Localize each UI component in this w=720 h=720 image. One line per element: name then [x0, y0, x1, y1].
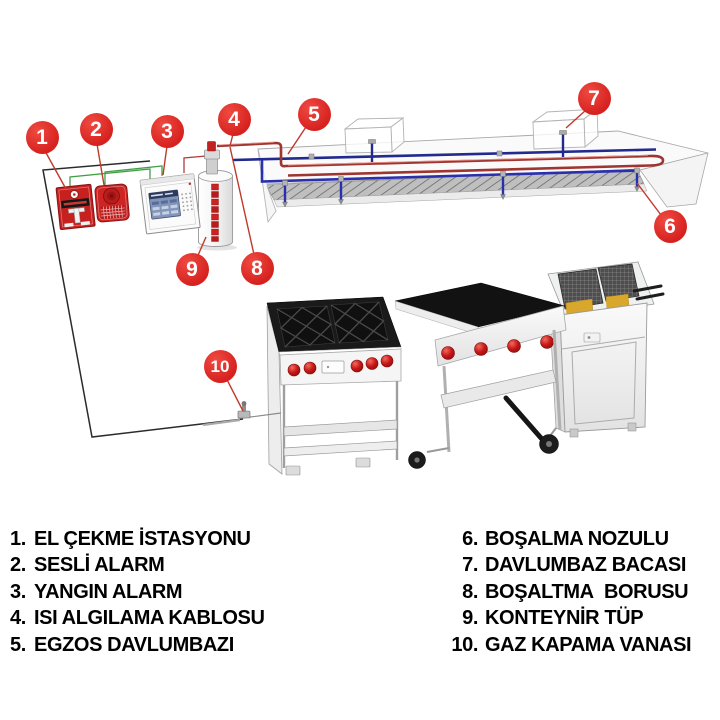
legend-num: 10. [451, 633, 478, 656]
legend-item-1: 1. EL ÇEKME İSTASYONU [10, 528, 265, 554]
hood-duct-left [343, 117, 405, 154]
fire-alarm-panel [139, 173, 201, 235]
range-display [321, 360, 345, 374]
callout-5: 5 [297, 97, 331, 131]
range-knobs [287, 354, 394, 377]
alarm-horn [94, 183, 130, 223]
legend-label: KONTEYNİR TÜP [485, 607, 644, 630]
gas-range [266, 296, 402, 476]
hood-top-pipe [232, 148, 657, 162]
pull-handle [73, 207, 81, 224]
basket-handles [632, 284, 665, 301]
griddle-knobs [441, 335, 554, 360]
fryer-basket [597, 263, 640, 302]
system-illustration [42, 108, 709, 476]
legend-item-3: 3. YANGIN ALARM [10, 581, 265, 607]
legend-left-column: 1. EL ÇEKME İSTASYONU 2. SESLİ ALARM 3. … [10, 528, 265, 660]
legend-item-5: 5. EGZOS DAVLUMBAZI [10, 634, 265, 660]
cylinder-valve [206, 157, 218, 175]
callout-1: 1 [25, 120, 59, 154]
griddle [394, 282, 567, 469]
discharge-pipe [216, 141, 665, 177]
callout-4: 4 [217, 102, 251, 136]
wall-outline [42, 160, 244, 438]
callout-8: 8 [240, 251, 274, 285]
fryer [547, 261, 665, 438]
callout-9: 9 [175, 252, 209, 286]
legend-num: 4. [10, 607, 26, 630]
legend-label: YANGIN ALARM [34, 580, 183, 603]
legend-label: EGZOS DAVLUMBAZI [34, 633, 234, 656]
legend-item-6: 6. BOŞALMA NOZULU [442, 528, 691, 554]
legend-right-column: 6. BOŞALMA NOZULU 7. DAVLUMBAZ BACASI 8.… [442, 528, 691, 660]
discharge-nozzles [282, 186, 640, 208]
pull-station [55, 183, 96, 231]
legend-num: 8. [462, 580, 478, 603]
legend-num: 2. [10, 554, 26, 577]
legend-label: ISI ALGILAMA KABLOSU [34, 607, 265, 630]
piping [183, 130, 665, 208]
legend-label: EL ÇEKME İSTASYONU [34, 528, 251, 550]
burner-grates [276, 301, 389, 348]
legend-num: 9. [462, 607, 478, 630]
gas-valve [202, 401, 282, 427]
legend-label: BOŞALMA NOZULU [485, 528, 669, 550]
callout-10: 10 [203, 349, 237, 383]
legend-num: 6. [462, 528, 478, 550]
cylinder-indicators [211, 183, 219, 242]
callout-7: 7 [577, 81, 611, 115]
nozzle-pipe [260, 160, 638, 183]
legend-item-7: 7. DAVLUMBAZ BACASI [442, 554, 691, 580]
fryer-door [571, 341, 637, 425]
agent-cylinder [197, 141, 237, 251]
legend-num: 5. [10, 633, 26, 656]
legend-num: 7. [462, 554, 478, 577]
panel-buttons [181, 192, 193, 212]
hood-duct-right [531, 108, 599, 150]
callout-2: 2 [79, 112, 113, 146]
legend-label: BOŞALTMA BORUSU [485, 580, 689, 603]
horn-grille [100, 204, 126, 219]
actuation-tube [183, 155, 207, 173]
callout-6: 6 [653, 209, 687, 243]
legend-label: SESLİ ALARM [34, 554, 165, 577]
legend-num: 3. [10, 580, 26, 603]
callout-3: 3 [150, 114, 184, 148]
legend-label: DAVLUMBAZ BACASI [485, 554, 686, 577]
detection-wires [69, 165, 163, 187]
legend-num: 1. [10, 528, 26, 550]
legend-item-2: 2. SESLİ ALARM [10, 554, 265, 580]
cart-handle [503, 395, 544, 441]
legend-item-9: 9. KONTEYNİR TÜP [442, 607, 691, 633]
legend-item-8: 8. BOŞALTMA BORUSU [442, 581, 691, 607]
legend-label: GAZ KAPAMA VANASI [485, 633, 692, 656]
panel-led [188, 182, 192, 186]
legend-item-10: 10. GAZ KAPAMA VANASI [442, 634, 691, 660]
legend-item-4: 4. ISI ALGILAMA KABLOSU [10, 607, 265, 633]
